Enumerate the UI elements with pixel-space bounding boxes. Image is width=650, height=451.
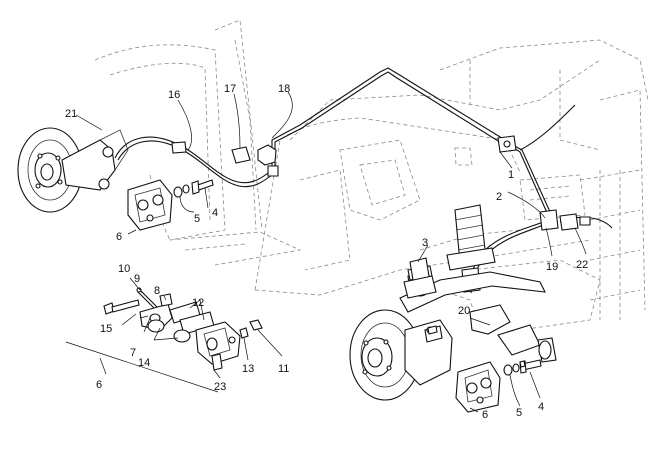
callout-8: 8 [154,285,160,297]
rear-line-fittings [539,209,591,231]
callout-19: 19 [546,261,558,273]
callout-6-lower: 6 [482,409,488,421]
callout-1: 1 [508,169,514,181]
callout-3: 3 [422,237,428,249]
callout-6-upper: 6 [116,231,122,243]
hose-fittings-upper [171,141,279,177]
callout-17: 17 [224,83,236,95]
bolt-washers-upper [173,179,214,198]
callout-6-exploded: 6 [96,379,102,391]
mounting-bracket [403,257,437,299]
callout-15: 15 [100,323,112,335]
brake-lines [114,67,613,294]
exploded-caliper-assembly [65,287,263,393]
callout-20: 20 [458,305,470,317]
callout-21: 21 [65,108,77,120]
callout-22: 22 [576,259,588,271]
callout-12: 12 [192,297,204,309]
callout-2: 2 [496,191,502,203]
callout-labels: 21 16 17 18 1 2 3 4 5 6 19 22 20 4 5 6 1… [65,83,588,421]
front-right-caliper [455,361,501,413]
callout-11: 11 [278,363,289,375]
callout-4-upper: 4 [212,207,218,219]
callout-23: 23 [214,381,226,393]
callout-14: 14 [138,357,150,369]
callout-18: 18 [278,83,290,95]
leader-lines [75,91,587,413]
front-left-hub-disc [17,127,129,213]
callout-13: 13 [242,363,254,375]
callout-9: 9 [134,273,140,285]
callout-16: 16 [168,89,180,101]
vehicle-frame-outline [94,19,649,331]
callout-10: 10 [118,263,130,275]
callout-4-lower: 4 [538,401,544,413]
front-right-hub-disc [349,309,453,401]
knuckle-arm [469,304,557,363]
callout-5-upper: 5 [194,213,200,225]
junction-block [497,135,517,153]
callout-5-lower: 5 [516,407,522,419]
front-left-caliper [127,179,173,231]
hub-bolts [427,325,526,368]
callout-7: 7 [130,347,136,359]
